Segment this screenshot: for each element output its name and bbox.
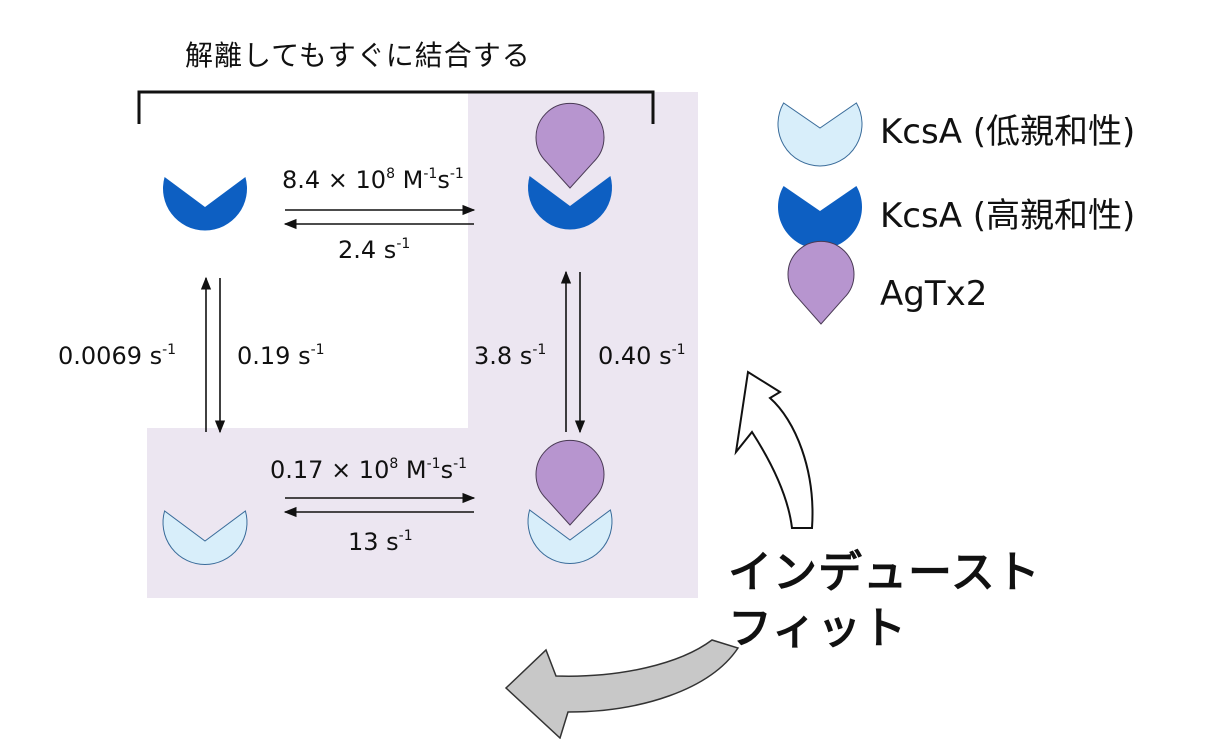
rate-left-up: 0.0069 s-1 (58, 342, 177, 370)
rate-top-forward: 8.4 × 108 M-1s-1 (282, 166, 464, 194)
induced-fit-line1: インデュースト (728, 547, 1041, 598)
rate-left-down: 0.19 s-1 (237, 342, 325, 370)
legend-low-affinity-icon (777, 102, 863, 167)
induced-fit-arrow (734, 370, 814, 529)
legend-high-affinity-label: KcsA (高親和性) (880, 196, 1136, 236)
rate-right-up: 3.8 s-1 (474, 342, 547, 370)
legend-toxin-icon (787, 240, 855, 325)
rate-top-reverse: 2.4 s-1 (338, 236, 411, 264)
legend-toxin-label: AgTx2 (880, 274, 988, 314)
rate-bottom-reverse: 13 s-1 (348, 528, 413, 556)
scheme-title: 解離してもすぐに結合する (185, 39, 531, 72)
induced-fit-line2: フィット (728, 603, 908, 654)
toxin-top-right (535, 102, 605, 189)
bracket (137, 90, 655, 124)
rate-bottom-forward: 0.17 × 108 M-1s-1 (270, 456, 468, 484)
kcsa-low-bottom-right (527, 509, 613, 564)
kcsa-low-bottom-left (162, 510, 248, 565)
kcsa-high-top-left (163, 177, 248, 231)
legend-high-affinity-icon (778, 186, 862, 249)
toxin-bottom-right (535, 439, 605, 526)
legend-low-affinity-label: KcsA (低親和性) (880, 112, 1136, 152)
gray-curve-arrow (504, 639, 740, 739)
rate-right-down: 0.40 s-1 (598, 342, 686, 370)
kcsa-high-top-right (528, 176, 612, 230)
